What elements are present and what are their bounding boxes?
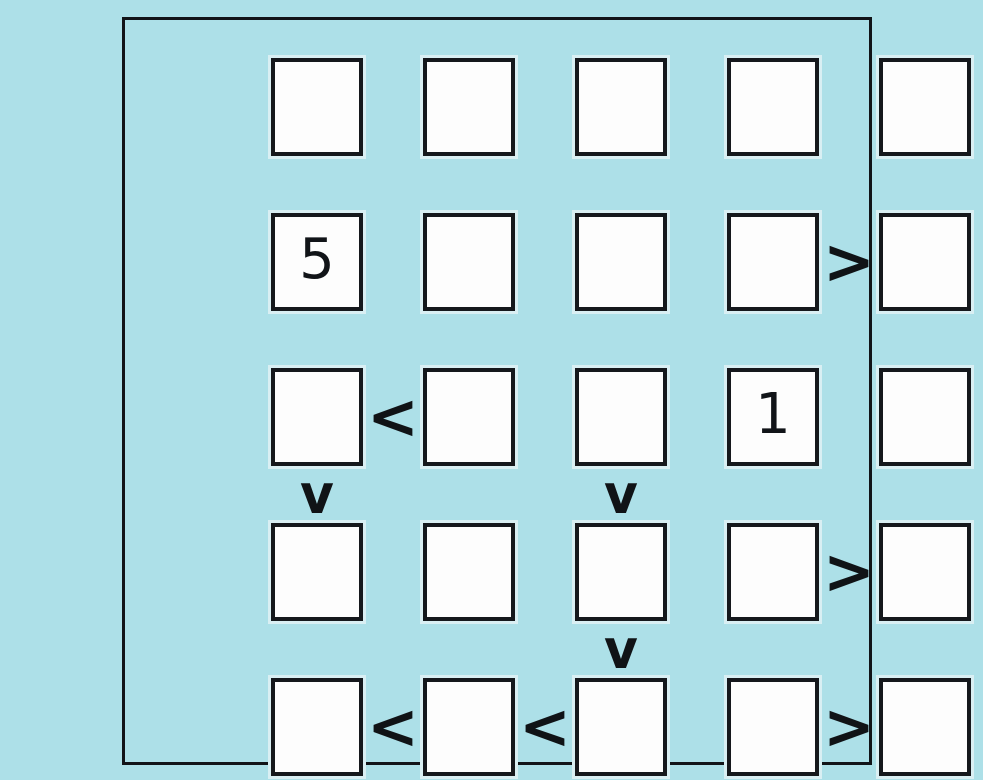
horizontal-sign-r2-c3c4 [667, 213, 727, 311]
grid-cell-r2c5[interactable] [879, 213, 971, 311]
horizontal-sign-r5-c4c5: > [823, 690, 875, 763]
grid-cell-r5c1[interactable] [271, 678, 363, 776]
vertical-sign-glyph: v [604, 463, 638, 526]
grid-cell-r3c1[interactable] [271, 368, 363, 466]
grid-cell-r3c5[interactable] [879, 368, 971, 466]
vertical-sign-glyph: v [604, 618, 638, 681]
grid-cell-r4c2[interactable] [423, 523, 515, 621]
grid-cell-r1c4[interactable] [727, 58, 819, 156]
grid-cell-r5c2[interactable] [423, 678, 515, 776]
grid-cell-r1c2[interactable] [423, 58, 515, 156]
vertical-sign-c5-r4r5 [879, 621, 971, 678]
horizontal-sign-r2-c1c2 [363, 213, 423, 311]
grid-cell-r1c5[interactable] [879, 58, 971, 156]
vertical-sign-c5-r1r2 [879, 156, 971, 213]
cell-value: 5 [299, 227, 335, 292]
grid-cell-r4c1[interactable] [271, 523, 363, 621]
grid-cell-r5c5[interactable] [879, 678, 971, 776]
horizontal-sign-r1-c4c5 [819, 58, 879, 156]
horizontal-sign-r5-c3c4 [667, 678, 727, 776]
horizontal-sign-r5-c1c2: < [367, 690, 419, 763]
grid-cell-r4c5[interactable] [879, 523, 971, 621]
horizontal-sign-r3-c3c4 [667, 368, 727, 466]
horizontal-sign-r4-c2c3 [515, 523, 575, 621]
grid-cell-r3c3[interactable] [575, 368, 667, 466]
vertical-sign-c4-r1r2 [727, 156, 819, 213]
grid-cell-r2c2[interactable] [423, 213, 515, 311]
cell-value: 1 [755, 382, 791, 447]
horizontal-sign-r1-c2c3 [515, 58, 575, 156]
horizontal-sign-r4-c3c4 [667, 523, 727, 621]
horizontal-sign-r3-c1c2: < [367, 380, 419, 453]
grid-cell-r5c3[interactable] [575, 678, 667, 776]
vertical-sign-c5-r2r3 [879, 311, 971, 368]
vertical-sign-c2-r2r3 [423, 311, 515, 368]
grid-cell-r1c1[interactable] [271, 58, 363, 156]
vertical-sign-c3-r3r4: v [575, 466, 667, 523]
grid-row: < 1 [271, 368, 975, 468]
puzzle-board-frame: 5 > < [122, 17, 971, 776]
horizontal-sign-r2-c4c5: > [823, 225, 875, 298]
horizontal-sign-r4-c1c2 [363, 523, 423, 621]
horizontal-sign-r2-c2c3 [515, 213, 575, 311]
vertical-sign-c4-r4r5 [727, 621, 819, 678]
horizontal-sign-r5-c2c3: < [519, 690, 571, 763]
grid-cell-r2c1[interactable]: 5 [271, 213, 363, 311]
horizontal-sign-r1-c3c4 [667, 58, 727, 156]
horizontal-sign-r4-c4c5: > [823, 535, 875, 608]
vertical-sign-c5-r3r4 [879, 466, 971, 523]
grid-cell-r2c4[interactable] [727, 213, 819, 311]
grid-row: > [271, 523, 975, 623]
vertical-sign-c3-r1r2 [575, 156, 667, 213]
grid-cell-r4c4[interactable] [727, 523, 819, 621]
vertical-sign-c2-r4r5 [423, 621, 515, 678]
vertical-sign-c1-r3r4: v [271, 466, 363, 523]
vertical-sign-c2-r3r4 [423, 466, 515, 523]
horizontal-sign-r1-c1c2 [363, 58, 423, 156]
vertical-sign-c1-r4r5 [271, 621, 363, 678]
vertical-sign-c4-r3r4 [727, 466, 819, 523]
vertical-sign-c4-r2r3 [727, 311, 819, 368]
vertical-sign-c2-r1r2 [423, 156, 515, 213]
horizontal-sign-r3-c2c3 [515, 368, 575, 466]
grid-cell-r2c3[interactable] [575, 213, 667, 311]
grid-cell-r1c3[interactable] [575, 58, 667, 156]
vertical-sign-glyph: v [300, 463, 334, 526]
vertical-sign-c1-r1r2 [271, 156, 363, 213]
grid-cell-r5c4[interactable] [727, 678, 819, 776]
grid-row: 5 > [271, 213, 975, 313]
puzzle-grid: 5 > < [271, 58, 975, 776]
grid-cell-r3c2[interactable] [423, 368, 515, 466]
vertical-sign-c1-r2r3 [271, 311, 363, 368]
grid-cell-r4c3[interactable] [575, 523, 667, 621]
vertical-sign-c3-r4r5: v [575, 621, 667, 678]
horizontal-sign-r3-c4c5 [819, 368, 879, 466]
grid-row: < < > [271, 678, 975, 778]
grid-cell-r3c4[interactable]: 1 [727, 368, 819, 466]
grid-row [271, 58, 975, 158]
vertical-sign-c3-r2r3 [575, 311, 667, 368]
